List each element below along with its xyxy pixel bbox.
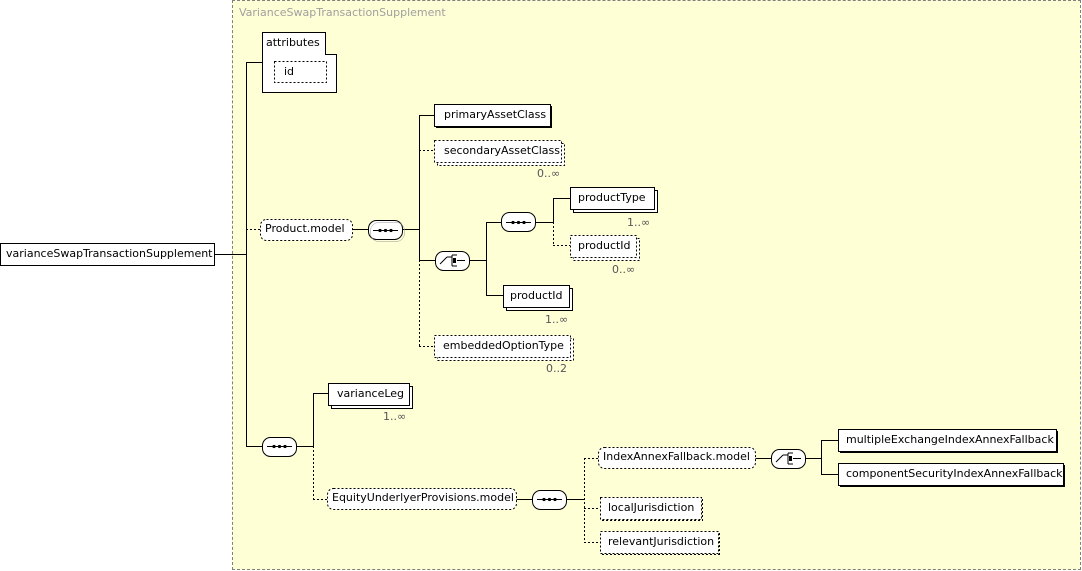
equity-underlyer-provisions-model-box <box>327 488 517 510</box>
embedded-option-type-cardinality: 0..2 <box>546 362 567 375</box>
component-security-box <box>838 463 1065 487</box>
sequence-icon <box>262 437 297 457</box>
product-id-required-label: productId <box>510 289 563 302</box>
attribute-id: id <box>284 65 295 78</box>
product-id-optional-cardinality: 0..∞ <box>612 263 636 276</box>
index-annex-fallback-model-box <box>598 447 756 469</box>
secondary-asset-class-label: secondaryAssetClass <box>444 144 561 157</box>
variance-leg-box <box>328 383 413 409</box>
product-model-box <box>260 219 353 241</box>
sequence-icon <box>368 220 405 242</box>
product-id-required-cardinality: 1..∞ <box>545 313 569 326</box>
sequence-icon <box>532 490 567 510</box>
choice-icon <box>771 449 806 469</box>
product-id-optional-label: productId <box>578 239 631 252</box>
local-jurisdiction-box <box>600 497 703 521</box>
variance-leg-label: varianceLeg <box>337 387 405 400</box>
sequence-icon <box>501 212 536 232</box>
product-model-label: Product.model <box>265 222 345 235</box>
product-type-cardinality: 1..∞ <box>627 216 651 229</box>
primary-asset-class-label: primaryAssetClass <box>444 108 547 121</box>
equity-underlyer-provisions-model-label: EquityUnderlyerProvisions.model <box>332 491 514 504</box>
relevant-jurisdiction-label: relevantJurisdiction <box>608 535 715 548</box>
root-element-box <box>0 243 215 266</box>
embedded-option-type-box <box>434 335 574 361</box>
product-id-optional-box <box>570 235 640 261</box>
relevant-jurisdiction-box <box>600 531 720 555</box>
secondary-asset-class-box <box>434 140 565 166</box>
variance-leg-cardinality: 1..∞ <box>383 410 407 423</box>
product-type-box <box>570 187 658 213</box>
connectors <box>215 62 838 500</box>
root-element-label: varianceSwapTransactionSupplement <box>6 247 213 260</box>
primary-asset-class-box <box>434 104 552 128</box>
multiple-exchange-label: multipleExchangeIndexAnnexFallback <box>846 433 1054 446</box>
product-id-required-box <box>503 285 573 311</box>
optional-connectors <box>246 150 600 543</box>
group-title: VarianceSwapTransactionSupplement <box>239 6 446 19</box>
embedded-option-type-label: embeddedOptionType <box>443 339 564 352</box>
index-annex-fallback-model-label: IndexAnnexFallback.model <box>603 450 750 463</box>
attributes-box <box>262 32 337 93</box>
secondary-asset-class-cardinality: 0..∞ <box>537 167 561 180</box>
choice-icon <box>435 251 470 271</box>
component-security-label: componentSecurityIndexAnnexFallback <box>846 467 1063 480</box>
local-jurisdiction-label: localJurisdiction <box>608 501 695 514</box>
product-type-label: productType <box>578 191 646 204</box>
attributes-title: attributes <box>266 36 320 49</box>
multiple-exchange-box <box>838 429 1058 453</box>
